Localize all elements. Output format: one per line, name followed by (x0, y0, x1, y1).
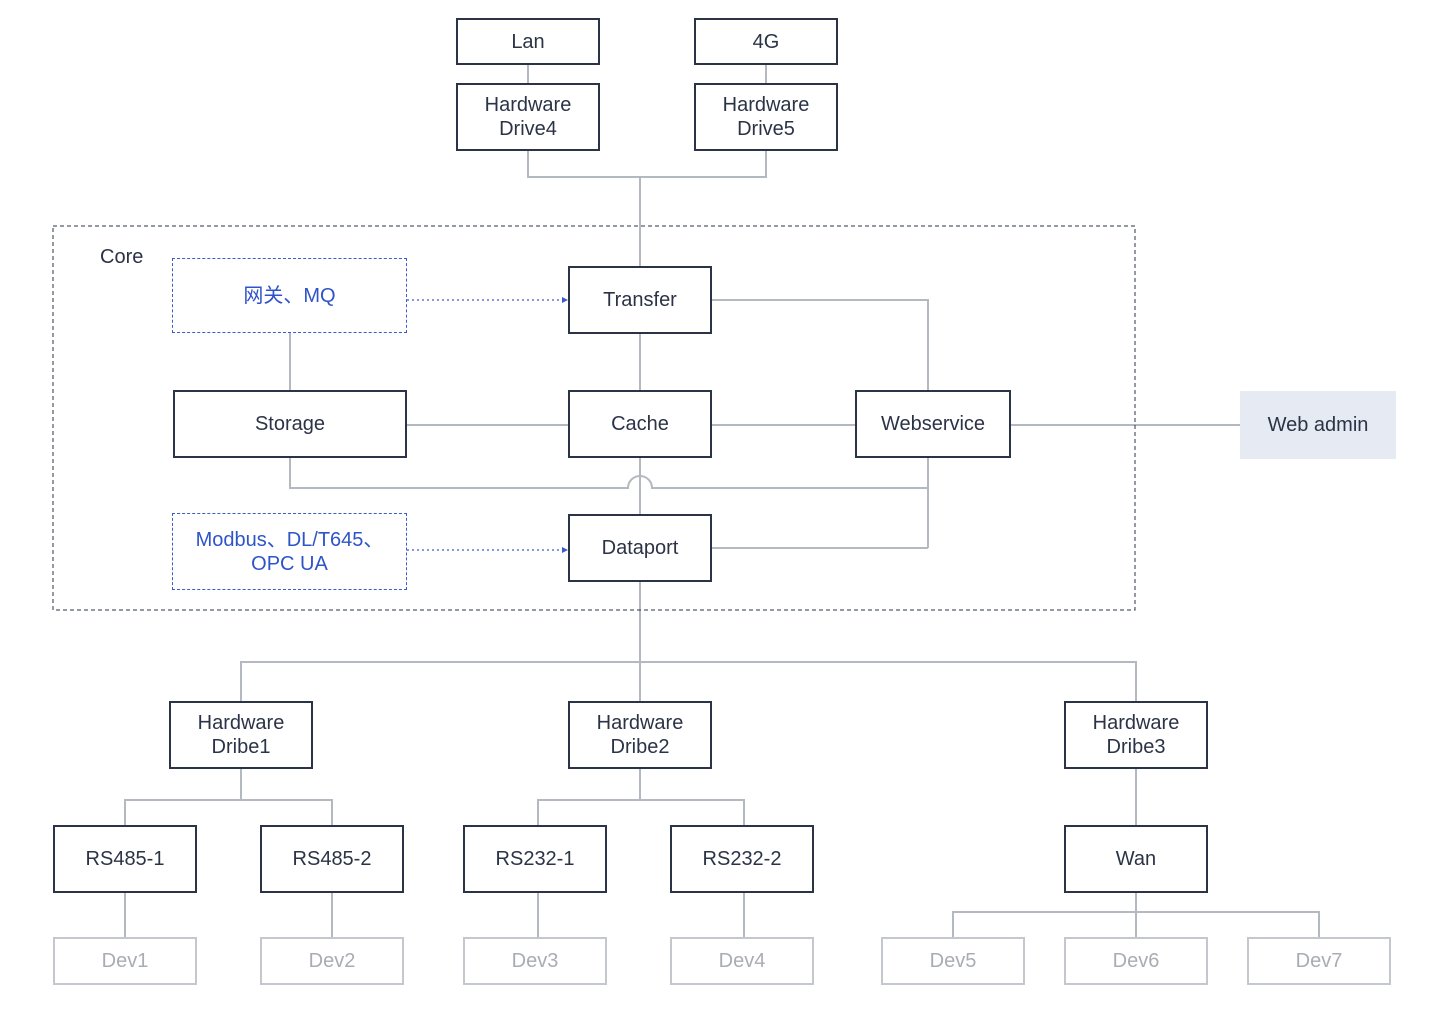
hardware-dribe2-node: Hardware Dribe2 (568, 701, 712, 769)
core-boundary (52, 225, 1136, 611)
web-admin-node: Web admin (1240, 391, 1396, 459)
dev3-node: Dev3 (463, 937, 607, 985)
rs485-2-node: RS485-2 (260, 825, 404, 893)
dev6-node: Dev6 (1064, 937, 1208, 985)
rs232-1-node: RS232-1 (463, 825, 607, 893)
dataport-node: Dataport (568, 514, 712, 582)
dev1-node: Dev1 (53, 937, 197, 985)
lan-node: Lan (456, 18, 600, 65)
webservice-node: Webservice (855, 390, 1011, 458)
rs232-2-node: RS232-2 (670, 825, 814, 893)
dev7-node: Dev7 (1247, 937, 1391, 985)
core-label: Core (100, 246, 144, 268)
storage-node: Storage (173, 390, 407, 458)
rs485-1-node: RS485-1 (53, 825, 197, 893)
cache-node: Cache (568, 390, 712, 458)
dev5-node: Dev5 (881, 937, 1025, 985)
hardware-dribe1-node: Hardware Dribe1 (169, 701, 313, 769)
transfer-node: Transfer (568, 266, 712, 334)
hardware-drive5-node: Hardware Drive5 (694, 83, 838, 151)
gateway-mq-note: 网关、MQ (172, 258, 407, 333)
hardware-dribe3-node: Hardware Dribe3 (1064, 701, 1208, 769)
hardware-drive4-node: Hardware Drive4 (456, 83, 600, 151)
protocols-note: Modbus、DL/T645、 OPC UA (172, 513, 407, 590)
4g-node: 4G (694, 18, 838, 65)
dev4-node: Dev4 (670, 937, 814, 985)
dev2-node: Dev2 (260, 937, 404, 985)
wan-node: Wan (1064, 825, 1208, 893)
